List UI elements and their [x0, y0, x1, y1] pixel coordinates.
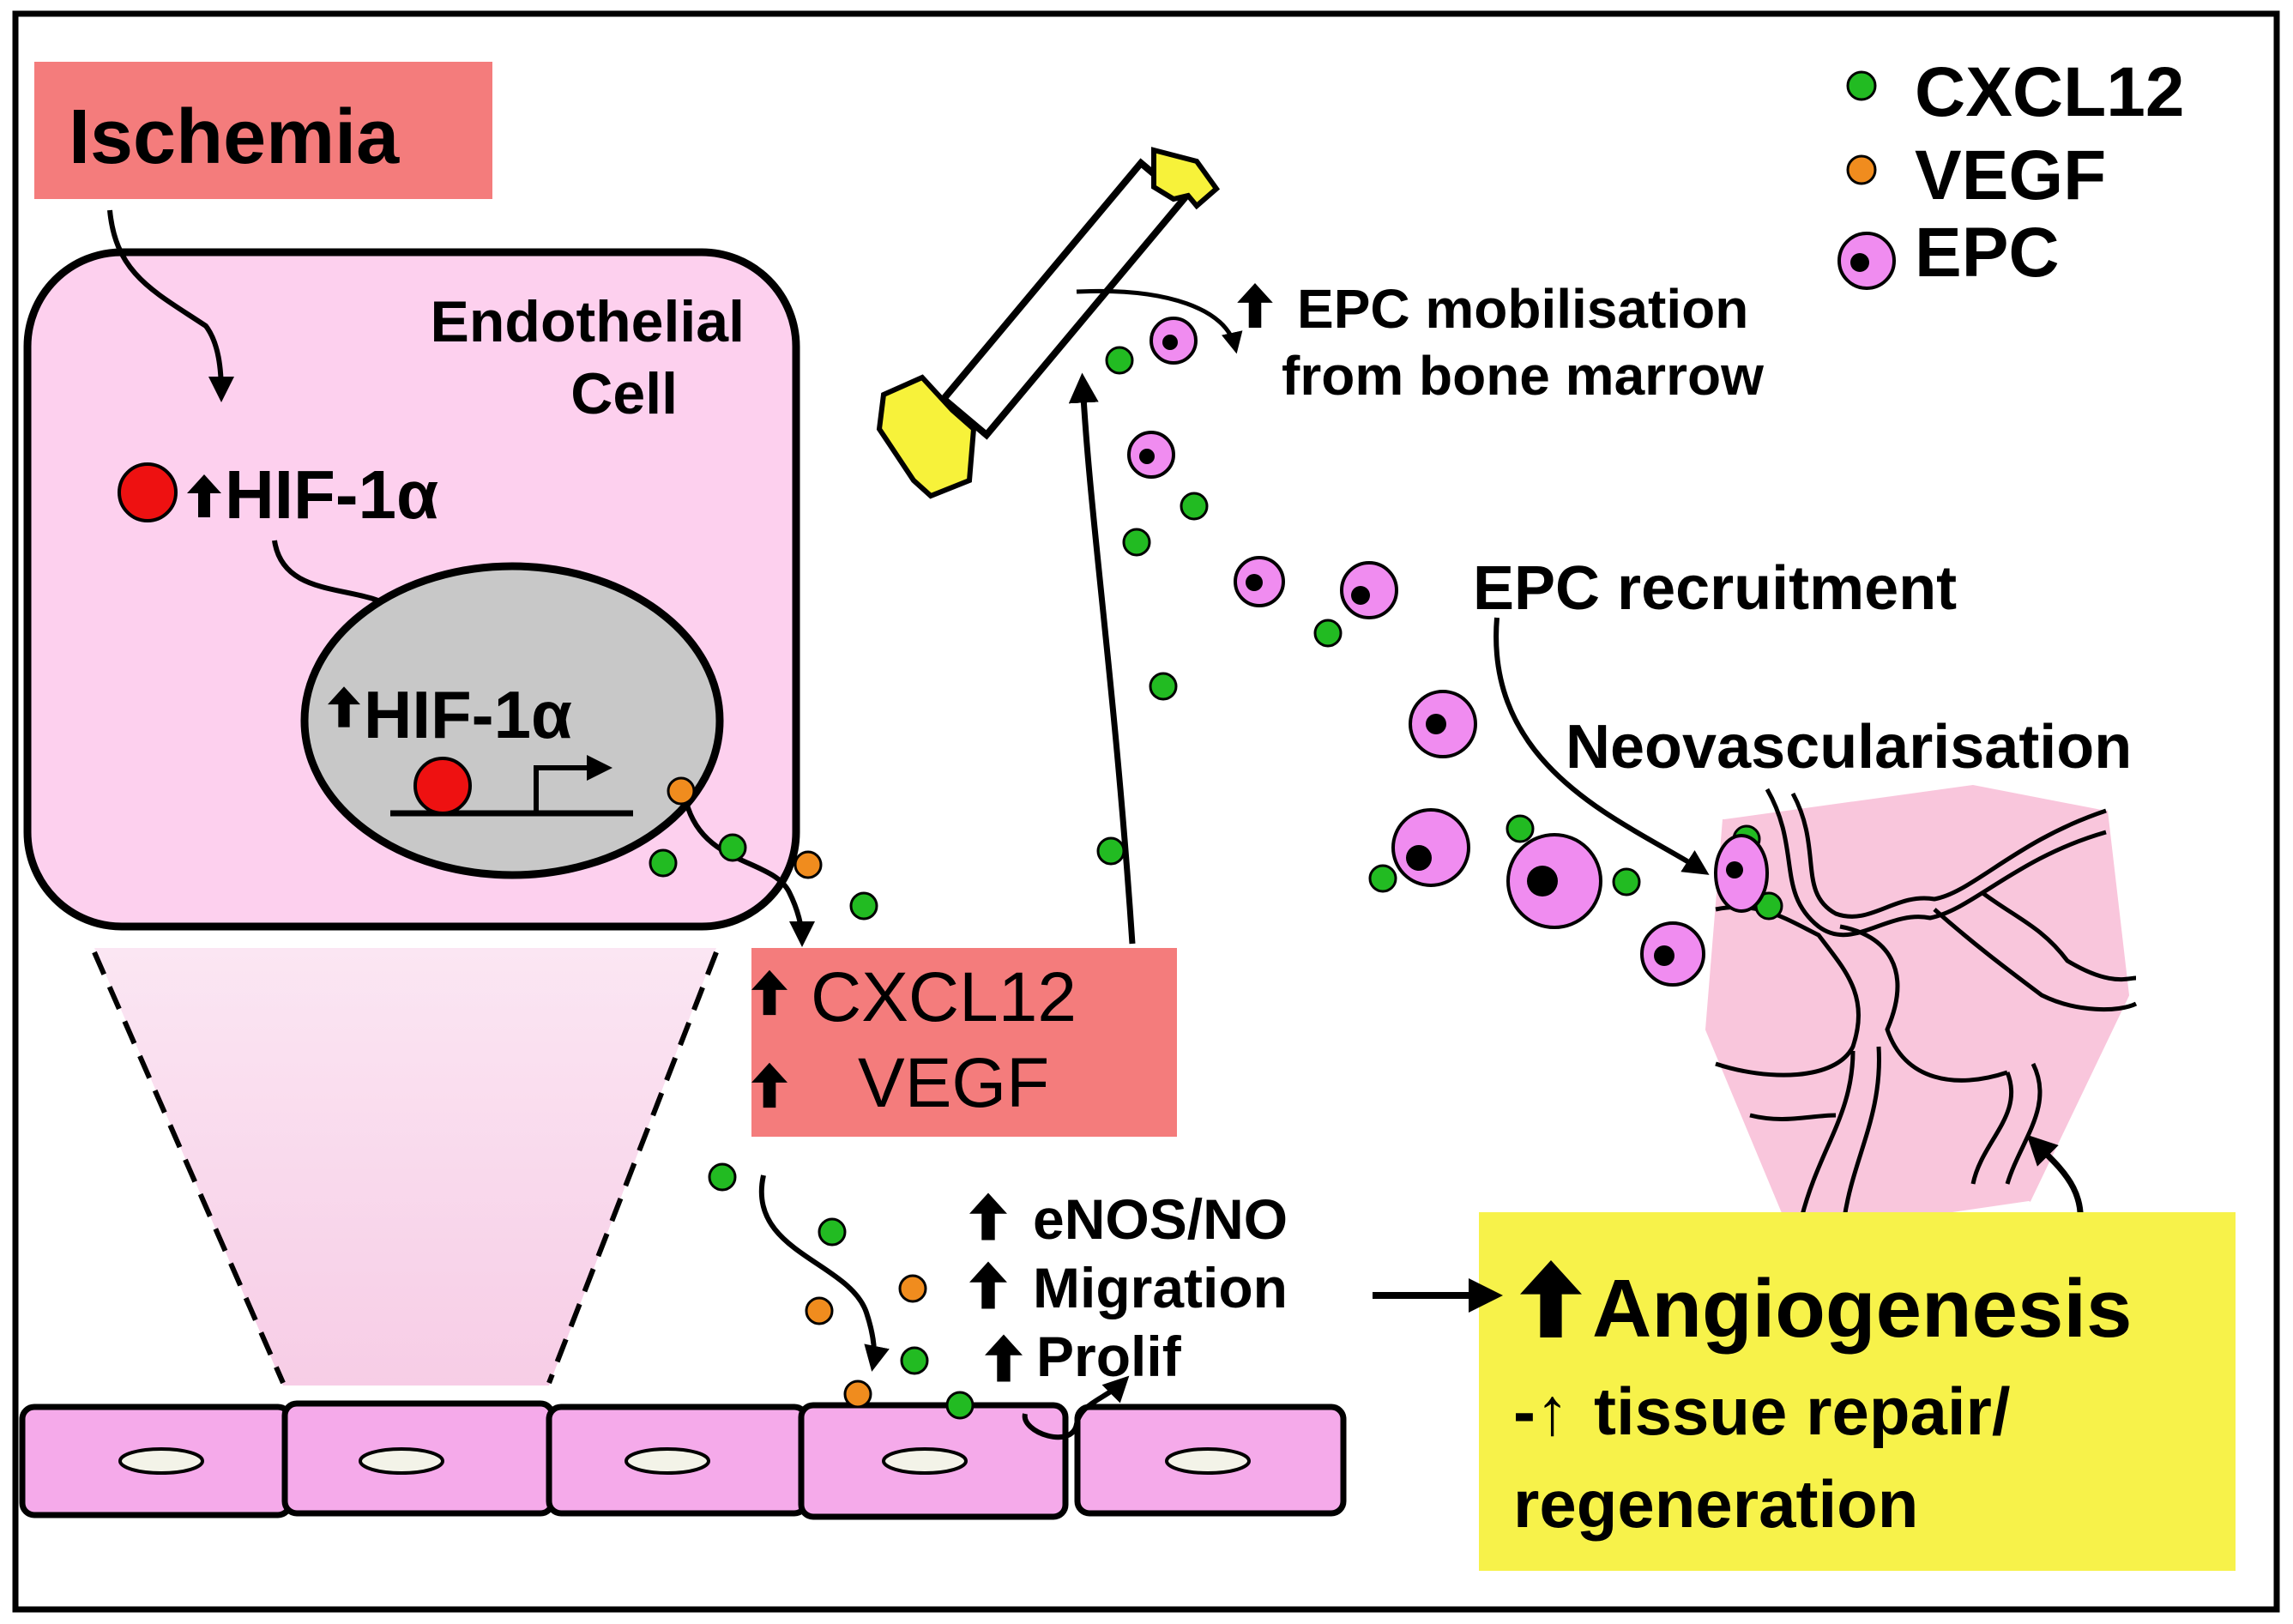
endothelial-layer	[19, 1400, 1347, 1520]
secretion-arrow	[684, 801, 815, 947]
hif-nucleus-label: HIF-1α	[364, 677, 572, 752]
neovascular-tissue	[1705, 785, 2138, 1236]
hif-cytoplasm-label: HIF-1α	[225, 456, 438, 533]
epc-cells	[1127, 317, 1769, 987]
mobilisation-signal-arrow	[1068, 372, 1136, 945]
endothelial-cell-label-line2: Cell	[570, 361, 678, 426]
enos-label: eNOS/NO	[1033, 1187, 1288, 1251]
epc-recruitment-label: EPC recruitment	[1473, 554, 1957, 623]
receptor-signal-arrow	[1022, 1375, 1130, 1440]
ischemia-arrow	[107, 209, 234, 402]
vegf-box-label: VEGF	[858, 1044, 1049, 1122]
vegf-molecules	[667, 776, 927, 1409]
ischemia-label: Ischemia	[69, 94, 400, 180]
up-arrow-icon	[969, 1193, 1007, 1241]
tissue-repair-label: tissue repair/	[1594, 1373, 2011, 1449]
legend-vegf-label: VEGF	[1915, 136, 2106, 214]
angiogenesis-box: Angiogenesis -↑ tissue repair/ regenerat…	[1479, 1212, 2236, 1571]
epc-mobilisation-label-line1: EPC mobilisation	[1297, 278, 1748, 340]
legend-vegf-swatch	[1846, 154, 1877, 185]
cone-dash-right	[546, 951, 719, 1385]
epc-mobilisation-arrow	[1076, 288, 1243, 354]
up-arrow-icon	[985, 1335, 1023, 1382]
ischemia-box: Ischemia	[34, 62, 492, 199]
figure-border	[12, 10, 2280, 1613]
endothelial-cell-label-line1: Endothelial	[431, 289, 745, 354]
legend-cxcl12-swatch	[1846, 70, 1877, 101]
paracrine-arrow	[758, 1174, 890, 1372]
up-arrow-icon	[1237, 283, 1273, 328]
legend-epc-label: EPC	[1915, 214, 2060, 292]
cxcl12-vegf-box: CXCL12 VEGF	[751, 948, 1177, 1137]
hif-dot-nucleus	[413, 757, 472, 815]
neovascularisation-label: Neovascularisation	[1566, 713, 2132, 782]
angiogenesis-label: Angiogenesis	[1592, 1263, 2132, 1355]
legend: CXCL12 VEGF EPC	[1837, 53, 2184, 292]
legend-cxcl12-label: CXCL12	[1915, 53, 2184, 131]
migration-label: Migration	[1033, 1256, 1288, 1319]
up-arrow-icon	[969, 1262, 1007, 1309]
epc-recruitment-arrow	[1493, 617, 1710, 875]
prolif-label: Prolif	[1036, 1325, 1182, 1388]
magnification-cone	[94, 948, 716, 1386]
cone-dash-left	[92, 951, 286, 1385]
epc-mobilisation-label-line2: from bone marrow	[1282, 345, 1764, 407]
hif-dot-cytoplasm	[118, 462, 178, 522]
cxcl12-box-label: CXCL12	[811, 958, 1077, 1036]
transcription-start-arrow	[534, 755, 612, 813]
nucleus	[300, 562, 724, 879]
bone-marrow	[876, 147, 1221, 499]
regeneration-label: regeneration	[1513, 1466, 1918, 1542]
tissue-repair-prefix: -↑	[1513, 1373, 1569, 1449]
